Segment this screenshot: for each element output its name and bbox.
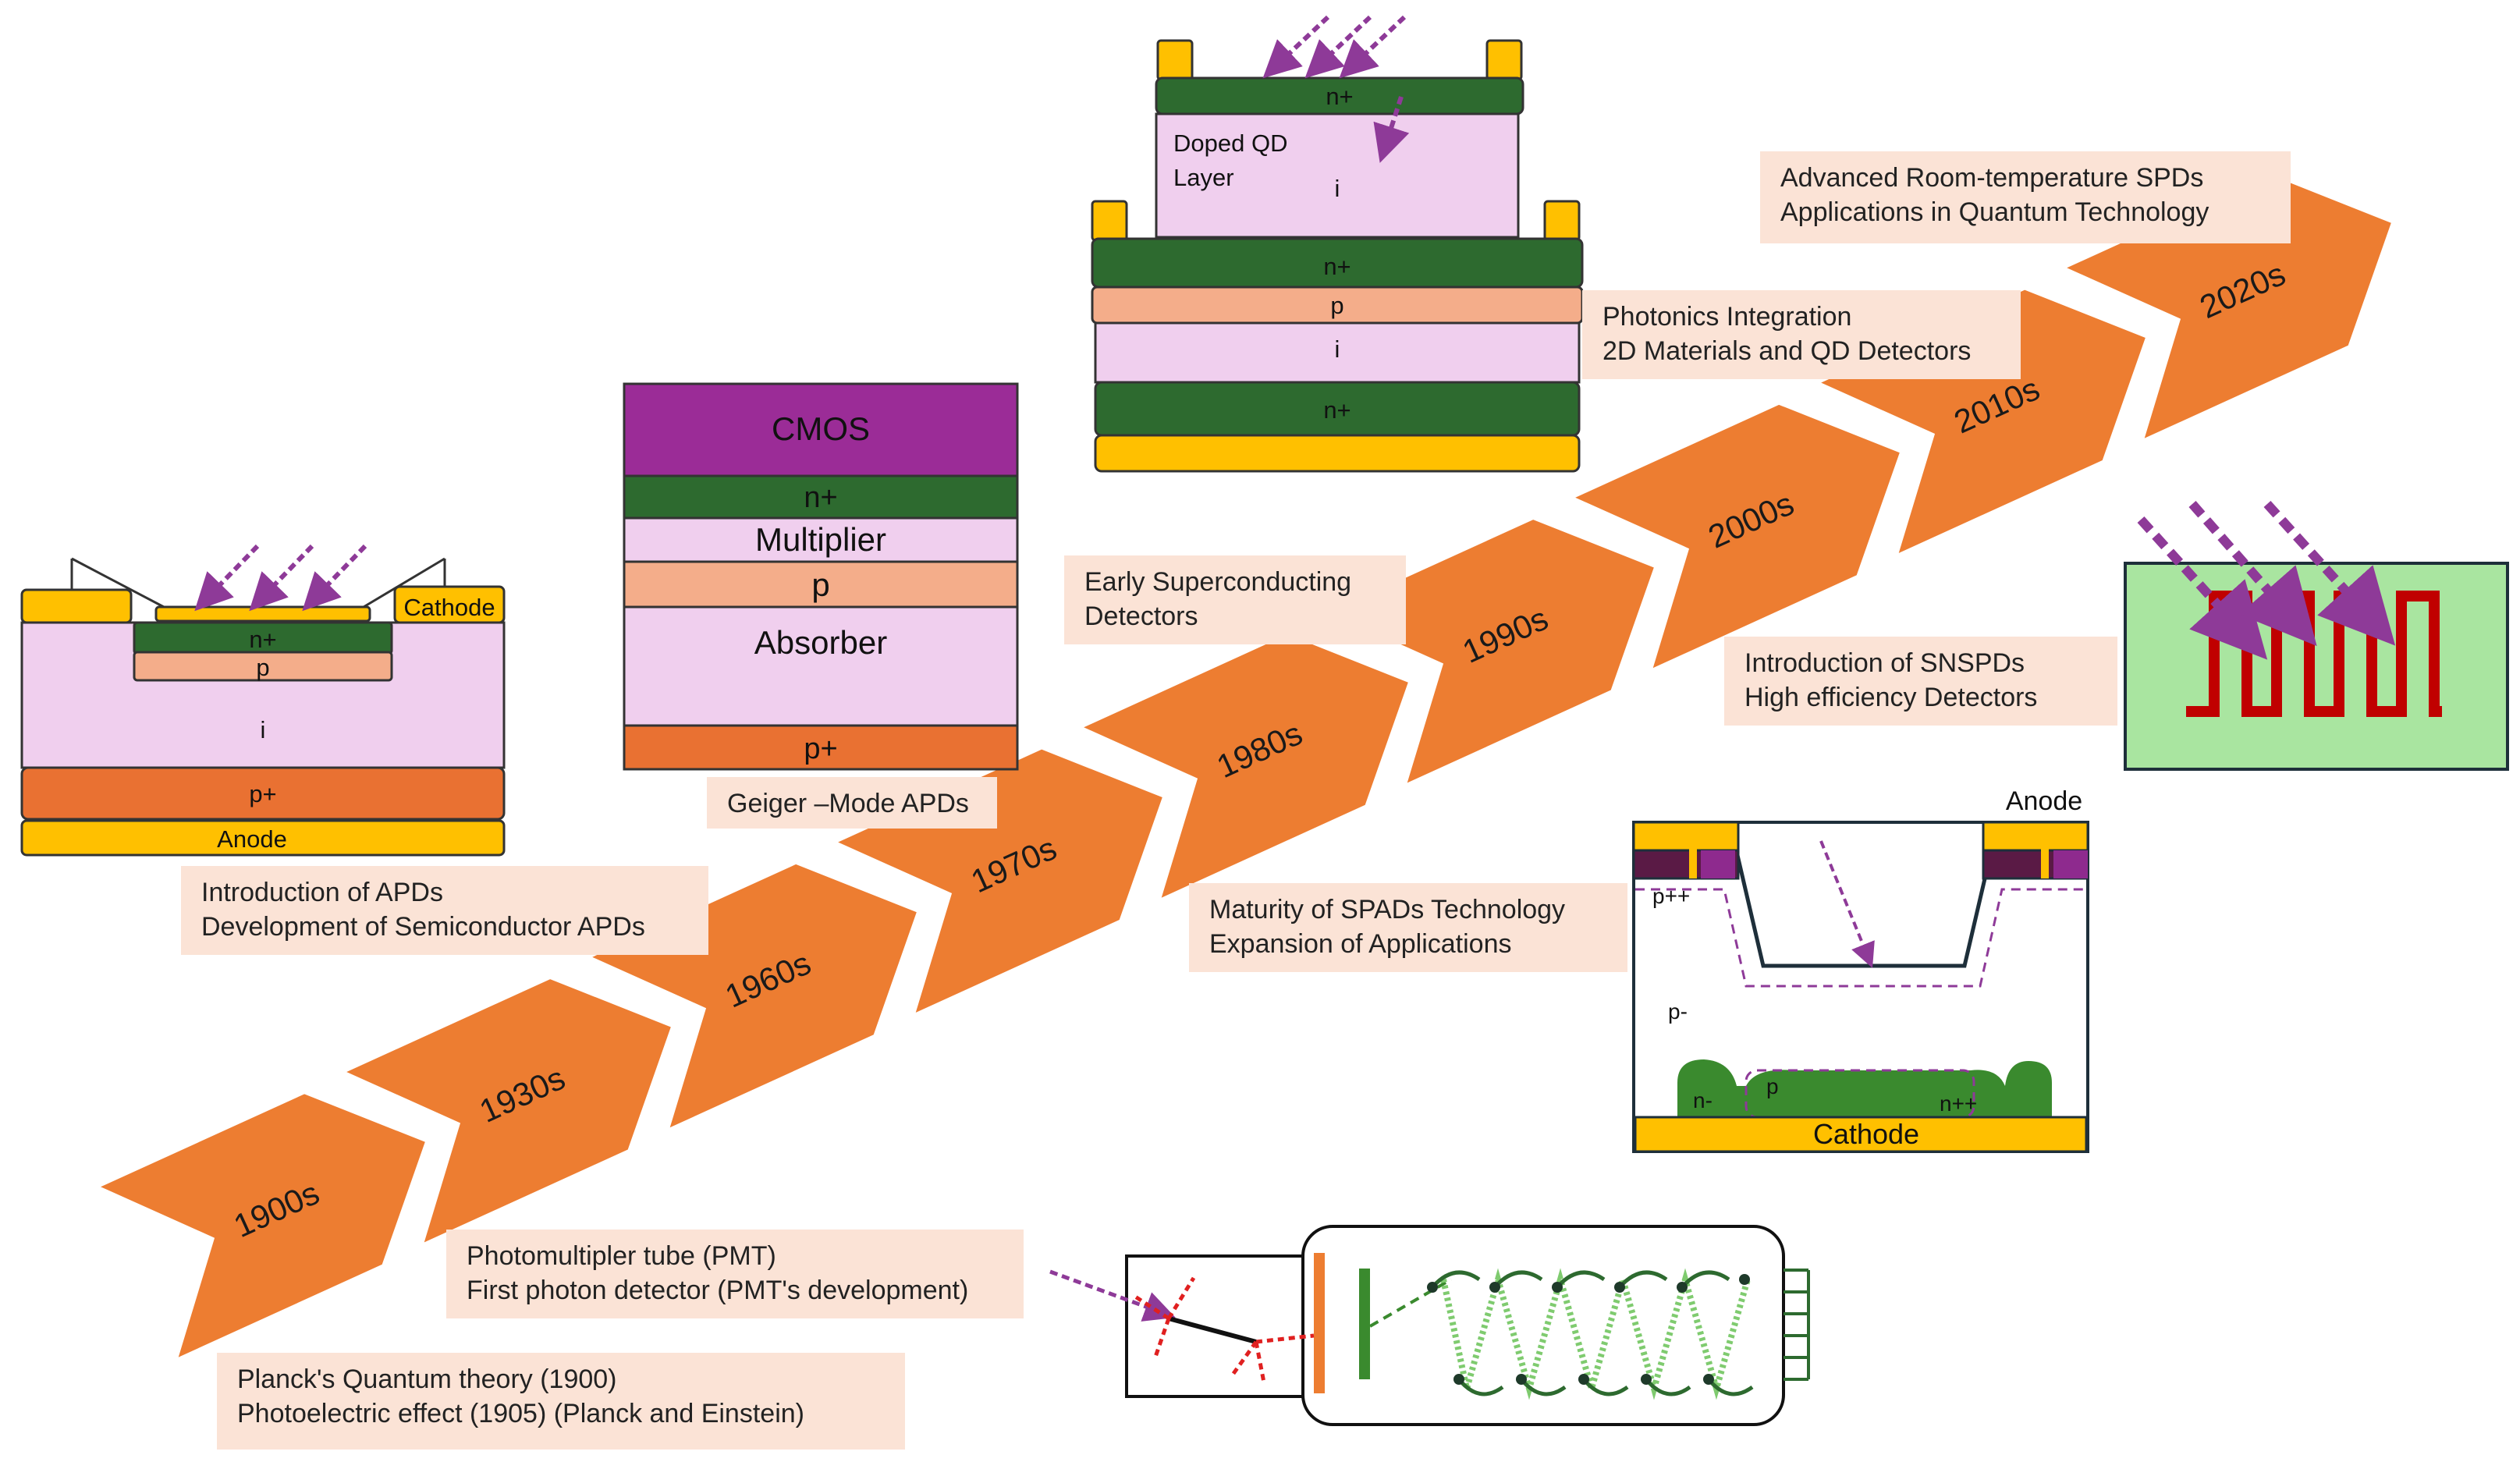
apd-nplus-label: n+	[249, 626, 276, 653]
apd-p-label: p	[256, 654, 269, 681]
annotation-photonics-line2: 2D Materials and QD Detectors	[1603, 336, 1972, 366]
pmt-diagram	[1049, 1225, 1810, 1426]
annotation-geiger: Geiger –Mode APDs	[707, 777, 997, 829]
chevron-2000s: 2000s	[1556, 396, 1910, 683]
qd-nplus-top-label: n+	[1326, 83, 1353, 110]
annotation-planck-line1: Planck's Quantum theory (1900)	[237, 1364, 617, 1394]
apd-i-label: i	[261, 716, 266, 743]
chevron-1930s: 1930s	[327, 971, 681, 1257]
annotation-planck-line2: Photoelectric effect (1905) (Planck and …	[237, 1399, 804, 1428]
snspd-meander-diagram	[2124, 500, 2509, 771]
annotation-photonics: Photonics Integration 2D Materials and Q…	[1582, 290, 2021, 379]
annotation-room-temp-line1: Advanced Room-temperature SPDs	[1780, 163, 2204, 193]
annotation-apd-line2: Development of Semiconductor APDs	[201, 912, 645, 942]
annotation-spad-line2: Expansion of Applications	[1209, 929, 1512, 959]
spad-cross-section-diagram: Anode p++ p- n- p n++ Cathode	[1632, 786, 2089, 1153]
qd-layer-label-line1: Doped QD	[1173, 130, 1287, 157]
annotation-pmt-line1: Photomultipler tube (PMT)	[467, 1241, 776, 1271]
annotation-spad: Maturity of SPADs Technology Expansion o…	[1189, 883, 1627, 972]
qd-i-label: i	[1335, 335, 1340, 363]
annotation-photonics-line1: Photonics Integration	[1603, 302, 1852, 332]
cmos-layer-stack: CMOS n+ Multiplier p Absorber p+	[623, 382, 1019, 771]
cmos-pplus-label: p+	[804, 733, 837, 765]
annotation-snspd-line2: High efficiency Detectors	[1744, 683, 2038, 712]
apd-cathode-label: Cathode	[403, 594, 495, 621]
spad-nplusplus-label: n++	[1940, 1091, 1977, 1116]
cmos-absorber-label: Absorber	[754, 624, 887, 661]
qd-photon-arrows	[1262, 15, 1410, 163]
qd-i-top-label: i	[1335, 175, 1340, 202]
cmos-p-label: p	[811, 566, 829, 603]
annotation-snspd: Introduction of SNSPDs High efficiency D…	[1724, 637, 2117, 726]
cmos-nplus-label: n+	[804, 481, 837, 514]
apd-photon-arrows	[194, 544, 367, 612]
apd-cross-section-diagram: Cathode n+ p i p+ Anode	[20, 544, 506, 857]
spad-anode-label: Anode	[2006, 786, 2082, 816]
annotation-apd: Introduction of APDs Development of Semi…	[181, 866, 708, 955]
cmos-label: CMOS	[772, 410, 870, 447]
annotation-spad-line1: Maturity of SPADs Technology	[1209, 895, 1566, 924]
annotation-room-temp-line2: Applications in Quantum Technology	[1780, 197, 2209, 227]
annotation-apd-line1: Introduction of APDs	[201, 878, 443, 907]
annotation-pmt-line2: First photon detector (PMT's development…	[467, 1276, 969, 1305]
qd-p-label: p	[1330, 292, 1343, 319]
chevron-shape	[81, 1085, 435, 1372]
spad-p-label: p	[1766, 1074, 1779, 1098]
annotation-room-temp: Advanced Room-temperature SPDs Applicati…	[1760, 151, 2291, 243]
annotation-planck: Planck's Quantum theory (1900) Photoelec…	[217, 1353, 905, 1450]
apd-anode-label: Anode	[217, 825, 287, 853]
cmos-multiplier-label: Multiplier	[755, 521, 886, 558]
annotation-superconducting-line1: Early Superconducting	[1084, 567, 1352, 597]
spad-pplusplus-label: p++	[1652, 884, 1690, 908]
apd-pplus-label: p+	[249, 780, 276, 807]
spad-pminus-label: p-	[1668, 999, 1688, 1024]
spad-cathode-label: Cathode	[1813, 1118, 1919, 1150]
qd-nplus-mid-label: n+	[1323, 253, 1351, 280]
snspd-photon-arrows	[2137, 500, 2396, 660]
qd-layer-label-line2: Layer	[1173, 164, 1234, 191]
timeline-chevrons: 1900s1930s1960s1970s1980s1990s2000s2010s…	[81, 166, 2401, 1372]
qd-layer-stack: n+ Doped QD Layer i n+ p i n+	[1091, 15, 1584, 473]
chevron-shape	[327, 971, 681, 1257]
annotation-geiger-line1: Geiger –Mode APDs	[727, 789, 969, 818]
annotation-superconducting: Early Superconducting Detectors	[1064, 555, 1406, 644]
annotation-superconducting-line2: Detectors	[1084, 601, 1198, 631]
annotation-snspd-line1: Introduction of SNSPDs	[1744, 648, 2025, 678]
chevron-1900s: 1900s	[81, 1085, 435, 1372]
spad-nminus-label: n-	[1693, 1088, 1713, 1112]
spad-photon-arrow	[1819, 840, 1875, 968]
chevron-shape	[1556, 396, 1910, 683]
qd-nplus-bottom-label: n+	[1323, 396, 1351, 424]
annotation-pmt: Photomultipler tube (PMT) First photon d…	[446, 1230, 1024, 1318]
